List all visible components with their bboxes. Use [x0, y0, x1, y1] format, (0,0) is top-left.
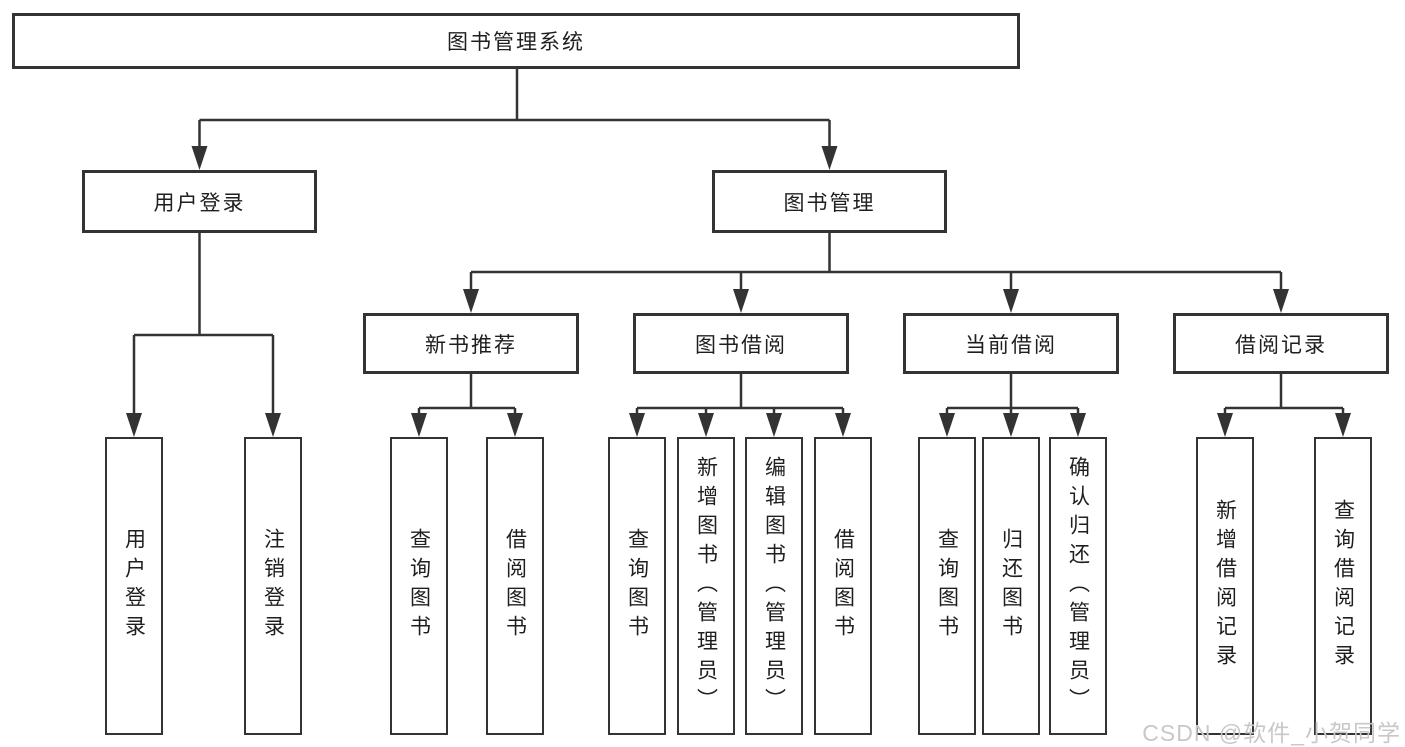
- leaf-query-books-borrow: 查询图书: [608, 437, 666, 735]
- leaf-query-books-recommend: 查询图书: [390, 437, 448, 735]
- node-book-management: 图书管理: [712, 170, 947, 233]
- leaf-label: 新增借阅记录: [1213, 499, 1237, 673]
- leaf-label: 确认归还（管理员）: [1066, 455, 1090, 717]
- node-library-management-system: 图书管理系统: [12, 13, 1020, 69]
- node-current-borrowing: 当前借阅: [903, 313, 1119, 374]
- csdn-watermark: CSDN @软件_小贺同学: [1142, 720, 1401, 746]
- node-book-borrowing: 图书借阅: [633, 313, 849, 374]
- leaf-label: 查询图书: [625, 528, 649, 644]
- leaf-label: 查询图书: [935, 528, 959, 644]
- leaf-label: 注销登录: [261, 528, 285, 644]
- node-borrowing-records: 借阅记录: [1173, 313, 1389, 374]
- leaf-label: 借阅图书: [503, 528, 527, 644]
- leaf-label: 归还图书: [999, 528, 1023, 644]
- leaf-add-books-admin: 新增图书（管理员）: [677, 437, 735, 735]
- leaf-return-books: 归还图书: [982, 437, 1040, 735]
- leaf-borrow-books-recommend: 借阅图书: [486, 437, 544, 735]
- leaf-label: 新增图书（管理员）: [694, 455, 718, 717]
- leaf-edit-books-admin: 编辑图书（管理员）: [745, 437, 803, 735]
- node-new-book-recommendation: 新书推荐: [363, 313, 579, 374]
- leaf-query-borrow-record: 查询借阅记录: [1314, 437, 1372, 735]
- leaf-query-books-current: 查询图书: [918, 437, 976, 735]
- leaf-confirm-return-admin: 确认归还（管理员）: [1049, 437, 1107, 735]
- node-user-login: 用户登录: [82, 170, 317, 233]
- leaf-label: 查询借阅记录: [1331, 499, 1355, 673]
- leaf-user-login: 用户登录: [105, 437, 163, 735]
- leaf-label: 借阅图书: [831, 528, 855, 644]
- leaf-borrow-books: 借阅图书: [814, 437, 872, 735]
- leaf-add-borrow-record: 新增借阅记录: [1196, 437, 1254, 735]
- leaf-label: 编辑图书（管理员）: [762, 455, 786, 717]
- leaf-label: 用户登录: [122, 528, 146, 644]
- leaf-logout: 注销登录: [244, 437, 302, 735]
- leaf-label: 查询图书: [407, 528, 431, 644]
